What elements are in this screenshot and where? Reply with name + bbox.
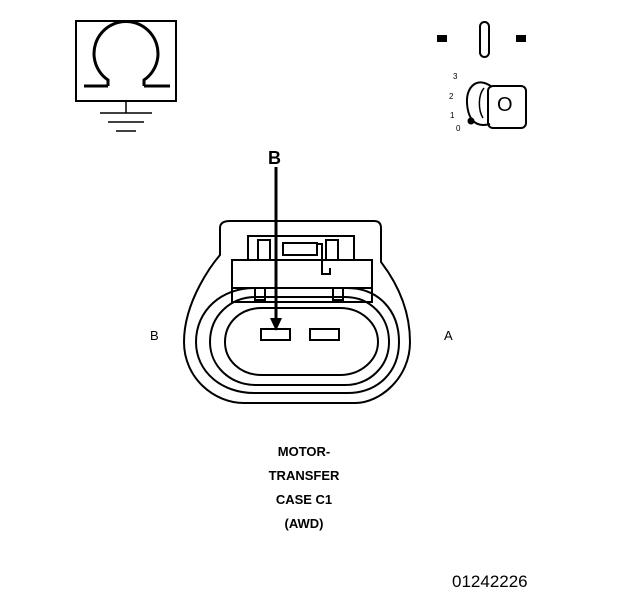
ohmmeter-ground-icon bbox=[75, 20, 177, 132]
caption-line-2: TRANSFER bbox=[268, 468, 340, 483]
connector-side-left-label: B bbox=[150, 328, 159, 343]
callout-arrow bbox=[270, 167, 282, 331]
terminal-a-cavity bbox=[309, 328, 340, 341]
connector-drawing bbox=[182, 220, 412, 404]
figure-id: 01242226 bbox=[452, 572, 528, 591]
caption-line-3: CASE C1 bbox=[275, 492, 333, 507]
caption-line-4: (AWD) bbox=[284, 516, 324, 531]
connector-caption: MOTOR- TRANSFER CASE C1 (AWD) bbox=[234, 440, 374, 536]
ignition-position-3: 3 bbox=[453, 72, 458, 81]
ignition-position-1: 1 bbox=[450, 111, 455, 120]
ignition-position-2: 2 bbox=[449, 92, 454, 101]
ignition-position-0: 0 bbox=[456, 124, 461, 133]
connector-side-right-label: A bbox=[444, 328, 453, 343]
terminal-b-cavity bbox=[260, 328, 291, 341]
callout-label: B bbox=[268, 148, 281, 168]
ignition-key-letter: O bbox=[497, 94, 513, 116]
ignition-key-icon bbox=[437, 21, 527, 129]
caption-line-1: MOTOR- bbox=[277, 444, 331, 459]
